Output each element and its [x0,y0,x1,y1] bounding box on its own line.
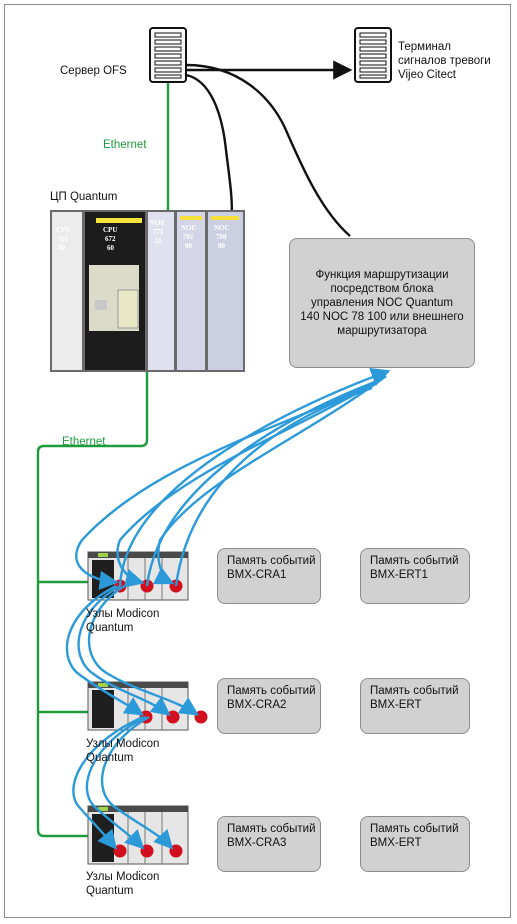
routing-function-box: Функция маршрутизации посредством блока … [289,238,475,368]
node-2-label: Узлы Modicon Quantum [86,737,159,765]
rack-module-5-line2: 780 [216,233,227,241]
ofs-server-label: Сервер OFS [60,64,127,78]
ethernet-top-label: Ethernet [103,138,146,152]
event-memory-ert1: Память событий BMX-ERT1 [360,548,470,604]
quantum-cpu-rack: CPS 111 00 CPU 672 60 NOE 771 11 NOC 781… [50,210,245,372]
rack-module-1-line2: 111 [58,235,68,243]
rack-module-2-line3: 60 [107,244,115,252]
modicon-node-2-icon [88,682,208,730]
event-memory-ert3: Память событий BMX-ERT [360,816,470,872]
node-1-label: Узлы Modicon Quantum [86,607,159,635]
rack-module-5-line3: 00 [218,242,226,250]
rack-module-3-line2: 771 [153,228,164,236]
node-3-label: Узлы Modicon Quantum [86,870,159,898]
rack-module-4-name: NOC [181,224,197,232]
rack-module-3-name: NOE [150,219,166,227]
ethernet-bottom-label: Ethernet [62,435,105,449]
ofs-server-icon [150,28,186,82]
rack-module-4-line2: 781 [183,233,194,241]
rack-module-1-name: CPS [56,226,69,234]
event-memory-cra1: Память событий BMX-CRA1 [217,548,321,604]
rack-module-1-line3: 00 [58,244,66,252]
cpu-title: ЦП Quantum [50,190,117,204]
rack-module-5-name: NOC [214,224,230,232]
alarm-terminal-label: Терминал сигналов тревоги Vijeo Citect [398,40,491,82]
event-memory-ert2: Память событий BMX-ERT [360,678,470,734]
alarm-terminal-icon [355,28,391,82]
rack-module-4-line3: 00 [185,242,193,250]
rack-module-3-line3: 11 [155,237,162,245]
rack-module-2-name: CPU [103,226,117,234]
event-memory-cra2: Память событий BMX-CRA2 [217,678,321,734]
event-memory-cra3: Память событий BMX-CRA3 [217,816,321,872]
rack-module-2-line2: 672 [105,235,116,243]
